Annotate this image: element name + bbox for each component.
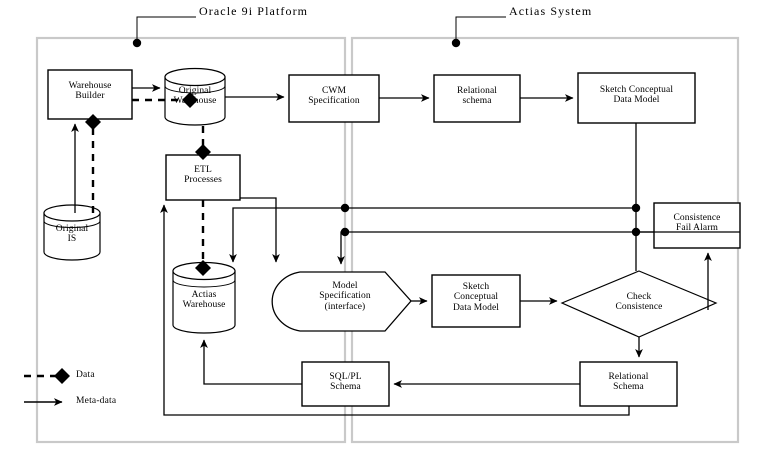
node-consistence-fail-alarm[interactable] bbox=[653, 202, 741, 249]
data-diamonds bbox=[85, 92, 211, 276]
node-model-specification[interactable] bbox=[271, 271, 412, 332]
legend-data-glyph bbox=[24, 368, 70, 384]
node-original-warehouse[interactable] bbox=[164, 67, 226, 126]
node-cwm-specification[interactable] bbox=[288, 74, 380, 123]
node-sketch-conceptual-top[interactable] bbox=[577, 72, 696, 124]
oracle-platform-title: Oracle 9i Platform bbox=[199, 4, 309, 18]
node-sql-pl-schema[interactable] bbox=[301, 361, 390, 407]
node-relational-schema-top[interactable] bbox=[433, 74, 521, 123]
edge-sqlpl-to-actiaswarehouse bbox=[200, 339, 302, 385]
oracle-title-leader bbox=[132, 16, 196, 48]
oracle-platform-container bbox=[35, 36, 347, 444]
actias-system-title: Actias System bbox=[509, 4, 593, 18]
edge-etl-feedback-down bbox=[240, 197, 280, 263]
node-relational-schema-bottom[interactable] bbox=[579, 361, 678, 407]
edge-bus-top-to-modelspec bbox=[229, 207, 636, 263]
edge-relschemabottom-loop-to-etl bbox=[160, 204, 630, 416]
node-original-is[interactable] bbox=[43, 204, 101, 261]
node-warehouse-builder[interactable] bbox=[47, 69, 133, 120]
bus-junction-dots bbox=[340, 203, 641, 237]
actias-title-leader bbox=[451, 16, 506, 48]
node-sketch-conceptual-mid[interactable] bbox=[431, 274, 521, 328]
legend-label-data: Data bbox=[76, 370, 95, 380]
node-check-consistence[interactable] bbox=[560, 270, 718, 338]
node-etl-processes[interactable] bbox=[165, 154, 241, 201]
legend-label-meta-data: Meta-data bbox=[76, 396, 117, 406]
